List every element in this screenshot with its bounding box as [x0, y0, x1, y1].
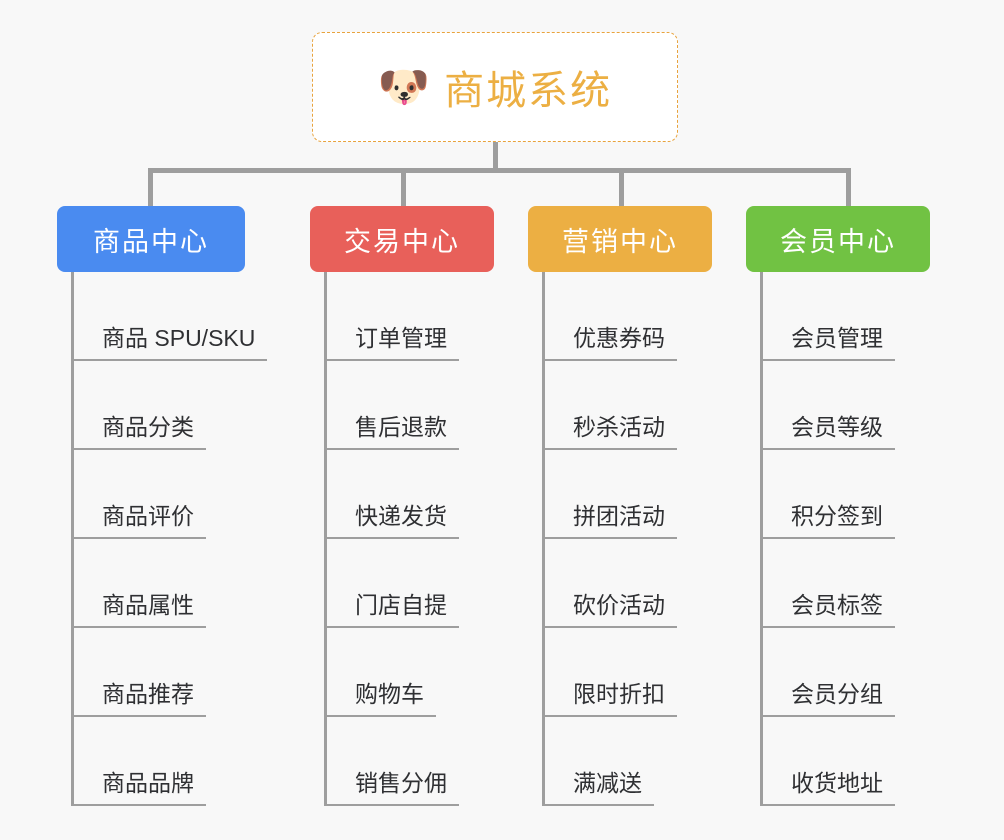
branch-trunk-3: 优惠券码 秒杀活动 拼团活动 砍价活动 限时折扣 满减送	[542, 272, 712, 806]
category-header-1[interactable]: 商品中心	[57, 206, 245, 272]
leaf-label: 商品 SPU/SKU	[74, 319, 268, 361]
branch-column-4: 会员中心 会员管理 会员等级 积分签到 会员标签 会员分组 收货地址	[746, 206, 930, 806]
leaf-label: 商品品牌	[74, 764, 206, 806]
leaf-label: 拼团活动	[545, 497, 677, 539]
list-item[interactable]: 商品评价	[74, 450, 245, 539]
leaf-label: 会员分组	[763, 675, 895, 717]
root-node-shop-system[interactable]: 🐶 商城系统	[312, 32, 678, 142]
branch-trunk-4: 会员管理 会员等级 积分签到 会员标签 会员分组 收货地址	[760, 272, 930, 806]
list-item[interactable]: 拼团活动	[545, 450, 712, 539]
category-header-4-label: 会员中心	[780, 226, 896, 257]
root-node-title: 商城系统	[444, 69, 613, 113]
leaf-label: 订单管理	[327, 319, 459, 361]
leaf-label: 销售分佣	[327, 764, 459, 806]
category-header-1-label: 商品中心	[93, 226, 209, 257]
list-item[interactable]: 商品推荐	[74, 628, 245, 717]
leaf-label: 满减送	[545, 764, 654, 806]
leaf-label: 收货地址	[763, 764, 895, 806]
leaf-label: 优惠券码	[545, 319, 677, 361]
list-item[interactable]: 秒杀活动	[545, 361, 712, 450]
leaf-label: 快递发货	[327, 497, 459, 539]
list-item[interactable]: 满减送	[545, 717, 712, 806]
category-header-3-label: 营销中心	[562, 226, 678, 257]
list-item[interactable]: 门店自提	[327, 539, 494, 628]
category-header-2-label: 交易中心	[344, 226, 460, 257]
leaf-label: 售后退款	[327, 408, 459, 450]
list-item[interactable]: 订单管理	[327, 272, 494, 361]
leaf-label: 商品推荐	[74, 675, 206, 717]
connector-leg-3	[619, 168, 624, 206]
list-item[interactable]: 会员管理	[763, 272, 930, 361]
list-item[interactable]: 砍价活动	[545, 539, 712, 628]
branch-item-list-3: 优惠券码 秒杀活动 拼团活动 砍价活动 限时折扣 满减送	[545, 272, 712, 806]
leaf-label: 秒杀活动	[545, 408, 677, 450]
leaf-label: 会员标签	[763, 586, 895, 628]
shiba-dog-face-icon: 🐶	[377, 62, 431, 111]
category-header-3[interactable]: 营销中心	[528, 206, 712, 272]
list-item[interactable]: 会员分组	[763, 628, 930, 717]
leaf-label: 购物车	[327, 675, 436, 717]
list-item[interactable]: 售后退款	[327, 361, 494, 450]
branch-trunk-2: 订单管理 售后退款 快递发货 门店自提 购物车 销售分佣	[324, 272, 494, 806]
connector-leg-2	[401, 168, 406, 206]
connector-root-stem	[493, 142, 498, 172]
category-header-2[interactable]: 交易中心	[310, 206, 494, 272]
leaf-label: 限时折扣	[545, 675, 677, 717]
branch-item-list-1: 商品 SPU/SKU 商品分类 商品评价 商品属性 商品推荐 商品品牌	[74, 272, 268, 806]
leaf-label: 会员管理	[763, 319, 895, 361]
leaf-label: 积分签到	[763, 497, 895, 539]
connector-leg-4	[846, 168, 851, 206]
branch-item-list-4: 会员管理 会员等级 积分签到 会员标签 会员分组 收货地址	[763, 272, 930, 806]
leaf-label: 门店自提	[327, 586, 459, 628]
list-item[interactable]: 快递发货	[327, 450, 494, 539]
branch-column-2: 交易中心 订单管理 售后退款 快递发货 门店自提 购物车 销售分佣	[310, 206, 494, 806]
list-item[interactable]: 会员标签	[763, 539, 930, 628]
list-item[interactable]: 商品 SPU/SKU	[74, 272, 268, 361]
branch-item-list-2: 订单管理 售后退款 快递发货 门店自提 购物车 销售分佣	[327, 272, 494, 806]
list-item[interactable]: 商品属性	[74, 539, 245, 628]
list-item[interactable]: 收货地址	[763, 717, 930, 806]
leaf-label: 商品分类	[74, 408, 206, 450]
list-item[interactable]: 积分签到	[763, 450, 930, 539]
branch-trunk-1: 商品 SPU/SKU 商品分类 商品评价 商品属性 商品推荐 商品品牌	[71, 272, 268, 806]
branch-column-1: 商品中心 商品 SPU/SKU 商品分类 商品评价 商品属性 商品推荐 商品品牌	[57, 206, 268, 806]
leaf-label: 会员等级	[763, 408, 895, 450]
leaf-label: 砍价活动	[545, 586, 677, 628]
list-item[interactable]: 限时折扣	[545, 628, 712, 717]
list-item[interactable]: 销售分佣	[327, 717, 494, 806]
leaf-label: 商品属性	[74, 586, 206, 628]
leaf-label: 商品评价	[74, 497, 206, 539]
list-item[interactable]: 商品品牌	[74, 717, 245, 806]
list-item[interactable]: 购物车	[327, 628, 494, 717]
branch-column-3: 营销中心 优惠券码 秒杀活动 拼团活动 砍价活动 限时折扣 满减送	[528, 206, 712, 806]
list-item[interactable]: 会员等级	[763, 361, 930, 450]
connector-horizontal-bus	[148, 168, 851, 173]
list-item[interactable]: 商品分类	[74, 361, 245, 450]
connector-leg-1	[148, 168, 153, 206]
category-header-4[interactable]: 会员中心	[746, 206, 930, 272]
list-item[interactable]: 优惠券码	[545, 272, 712, 361]
